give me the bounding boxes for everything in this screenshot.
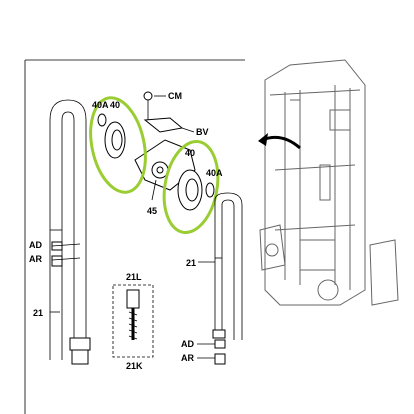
label-ad-right: AD [181, 339, 194, 349]
label-21l: 21L [126, 272, 142, 282]
bracket-bv [143, 117, 195, 133]
pulley-right [177, 169, 215, 211]
highlight-circle-right [162, 139, 220, 235]
label-45: 45 [147, 206, 157, 216]
curved-arrow-icon [258, 133, 301, 150]
label-21-right: 21 [186, 258, 196, 268]
label-40a-right: 40A [206, 168, 223, 178]
label-21-left: 21 [33, 308, 43, 318]
panel-border [24, 59, 245, 414]
label-ar-left: AR [29, 254, 42, 264]
pulley-bracket [134, 139, 196, 191]
label-bv: BV [196, 127, 209, 137]
hose-left [49, 99, 91, 365]
pulley-left [97, 113, 126, 159]
leader-lines [50, 179, 215, 359]
label-21k: 21K [126, 361, 143, 371]
highlight-circle-left [89, 96, 147, 194]
bolt-cm [143, 91, 166, 120]
fittings-right [214, 339, 226, 365]
detail-21l-21k [112, 284, 154, 358]
label-ad-left: AD [29, 240, 42, 250]
hose-right [212, 192, 243, 340]
label-40-right: 40 [185, 148, 195, 158]
label-ar-right: AR [181, 353, 194, 363]
mast-assembly [259, 59, 399, 306]
label-40a-left: 40A [92, 100, 109, 110]
label-40-left: 40 [110, 100, 120, 110]
label-cm: CM [168, 91, 182, 101]
